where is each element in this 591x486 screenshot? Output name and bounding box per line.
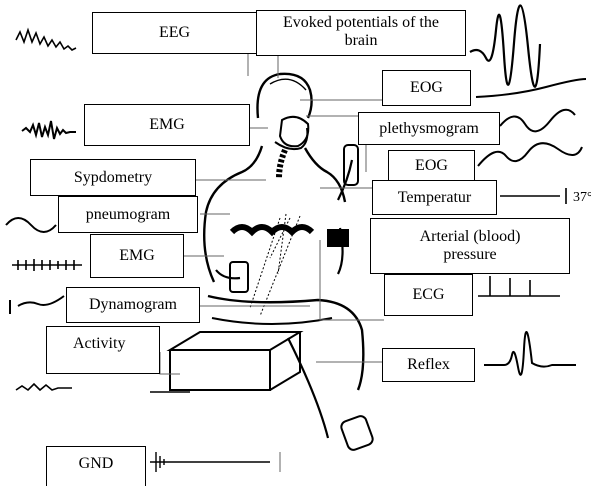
label-eeg: EEG [92,12,257,54]
dynamogram-trace [10,296,64,314]
label-arterial-pressure: Arterial (blood) pressure [370,218,570,274]
ecg-trace [478,276,560,296]
eeg-trace [16,30,76,50]
temperature-reading: 37° [573,190,591,206]
label-emg-mid: EMG [90,234,184,278]
label-evoked-potentials: Evoked potentials of the brain [256,10,466,56]
label-ecg: ECG [384,274,473,316]
eog-mid-trace [478,143,582,166]
ground-symbol-icon [150,452,270,472]
label-plethysmogram: plethysmogram [358,112,500,145]
emg-mid-trace [12,259,82,271]
emg-top-trace [22,121,76,139]
label-dynamogram: Dynamogram [66,287,200,323]
label-reflex: Reflex [382,348,475,382]
evoked-trace [470,5,540,86]
label-temperatur: Temperatur [372,180,497,215]
temperature-trace [500,188,566,204]
eog-top-trace [476,79,586,97]
activity-trace [16,384,72,390]
label-pneumogram: pneumogram [58,196,198,233]
label-emg-top: EMG [84,104,250,146]
label-gnd: GND [46,446,146,486]
reflex-trace [484,332,576,375]
label-eog-mid: EOG [388,150,475,182]
label-activity: Activity [46,326,160,374]
pleth-trace [500,110,575,132]
pneumogram-trace [6,218,56,232]
label-sypdometry: Sypdometry [30,159,196,196]
label-eog-top: EOG [382,70,471,106]
